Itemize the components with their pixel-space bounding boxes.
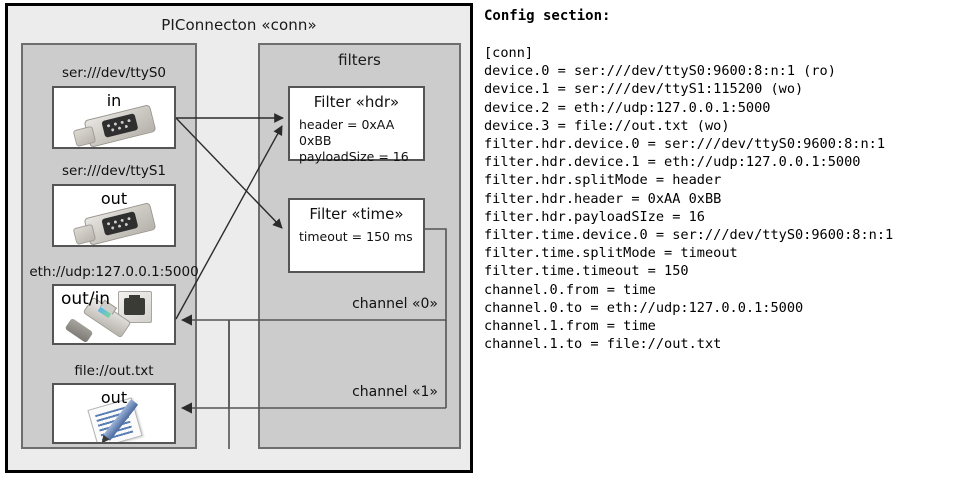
channel-0-label: channel «0» <box>352 296 438 312</box>
filter-title: Filter «hdr» <box>313 93 400 111</box>
device-direction-label: out <box>100 189 128 208</box>
device-direction-label: out <box>100 388 128 407</box>
filter-attr: payloadSize = 16 <box>299 149 409 164</box>
device-caption-file: file://out.txt <box>74 363 154 379</box>
filter-title: Filter «time» <box>309 205 404 223</box>
device-caption-eth: eth://udp:127.0.0.1:5000 <box>29 264 199 280</box>
filter-card-hdr[interactable]: Filter «hdr» header = 0xAA 0xBB payloadS… <box>288 86 425 164</box>
device-card-ttys0[interactable]: in <box>52 86 176 149</box>
device-caption-ttys0: ser:///dev/ttyS0 <box>62 65 166 81</box>
diagram-title: PIConnecton «conn» <box>161 16 317 34</box>
filter-attr: timeout = 150 ms <box>299 229 413 244</box>
connection-diagram: PIConnecton «conn» ser:///dev/ttyS0 in s… <box>5 3 473 473</box>
config-section: Config section: [conn] device.0 = ser://… <box>482 0 964 484</box>
device-card-file[interactable]: out <box>52 383 176 444</box>
channel-1-label: channel «1» <box>352 384 438 400</box>
config-heading: Config section: <box>484 8 611 24</box>
ethernet-port-icon <box>54 286 174 343</box>
filter-attributes: header = 0xAA 0xBB payloadSize = 16 <box>299 117 423 165</box>
device-direction-label: out/in <box>61 289 111 309</box>
device-card-ttys1[interactable]: out <box>52 184 176 247</box>
filter-attributes: timeout = 150 ms <box>299 229 413 245</box>
device-caption-ttys1: ser:///dev/ttyS1 <box>62 163 166 179</box>
device-direction-label: in <box>106 91 122 110</box>
config-text: [conn] device.0 = ser:///dev/ttyS0:9600:… <box>484 45 894 353</box>
filter-attr: header = 0xAA 0xBB <box>299 117 395 148</box>
filters-panel-title: filters <box>338 51 381 69</box>
filter-card-time[interactable]: Filter «time» timeout = 150 ms <box>288 198 425 273</box>
device-card-eth[interactable]: out/in <box>52 284 176 345</box>
